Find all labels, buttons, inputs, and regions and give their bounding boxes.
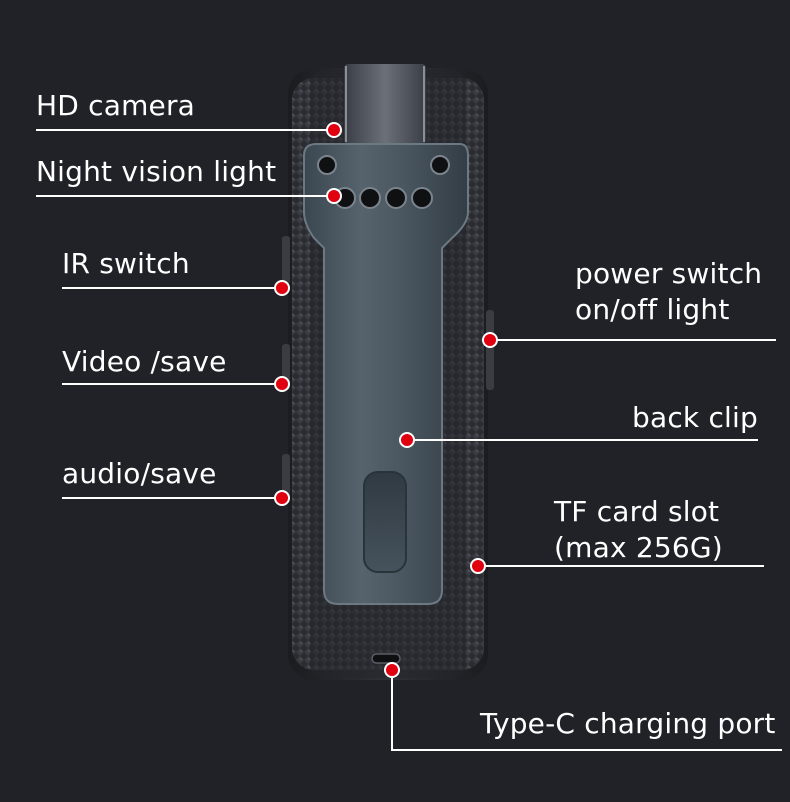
label-ir-switch: IR switch — [62, 247, 190, 280]
back-clip — [303, 143, 469, 605]
label-tf-card-line2: (max 256G) — [554, 531, 723, 564]
label-hd-camera: HD camera — [36, 89, 196, 122]
marker-type-c — [384, 662, 400, 678]
label-back-clip: back clip — [632, 401, 758, 434]
clip-slot — [363, 471, 407, 573]
type-c-port — [371, 653, 401, 664]
label-video-save: Video /save — [62, 345, 227, 378]
label-power-switch-line1: power switch — [575, 257, 763, 290]
ir-switch-button — [282, 236, 290, 284]
label-tf-card-line1: TF card slot — [554, 495, 720, 528]
markers — [274, 122, 498, 678]
marker-hd-camera — [326, 122, 342, 138]
marker-back-clip — [399, 432, 415, 448]
label-night-vision: Night vision light — [36, 155, 277, 188]
marker-ir-switch — [274, 280, 290, 296]
marker-video-save — [274, 376, 290, 392]
marker-audio-save — [274, 490, 290, 506]
marker-power-switch — [482, 332, 498, 348]
label-type-c: Type-C charging port — [480, 707, 776, 740]
label-audio-save: audio/save — [62, 457, 217, 490]
label-power-switch-line2: on/off light — [575, 293, 730, 326]
marker-tf-card — [470, 558, 486, 574]
marker-night-vision — [326, 188, 342, 204]
power-switch-button — [486, 310, 494, 390]
audio-save-button — [282, 454, 290, 500]
leader-lines — [36, 129, 782, 751]
hd-camera-lens — [344, 64, 426, 144]
